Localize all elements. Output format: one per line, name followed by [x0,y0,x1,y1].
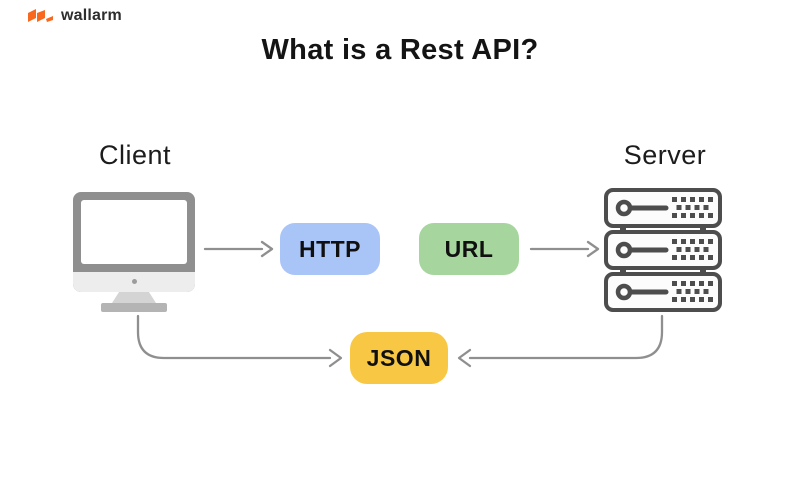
monitor-stand-neck [112,292,156,303]
json-badge: JSON [350,332,448,384]
wallarm-logo: wallarm [28,7,122,25]
monitor-stand-base [101,303,167,312]
wallarm-flame-icon [28,9,53,22]
client-label: Client [98,140,172,170]
arrowhead-into-json-right [457,348,472,368]
desktop-monitor-icon [73,192,195,312]
arrowhead-right-2 [586,240,600,258]
url-badge: URL [419,223,519,275]
server-label: Server [623,140,707,170]
server-led-grid [672,197,713,302]
server-stack-graphic [604,188,722,312]
monitor-bezel [73,192,195,292]
monitor-screen [81,200,187,264]
server-stack-icon [604,188,724,317]
http-badge: HTTP [280,223,380,275]
arrowhead-into-json-left [328,348,343,368]
arrow-client-to-json [136,314,332,360]
wallarm-logo-text: wallarm [61,7,122,24]
arrowhead-right-1 [260,240,274,258]
monitor-button-dot [132,279,137,284]
monitor-chin [73,272,195,292]
page-title: What is a Rest API? [261,34,539,66]
arrow-server-to-json [468,314,664,360]
